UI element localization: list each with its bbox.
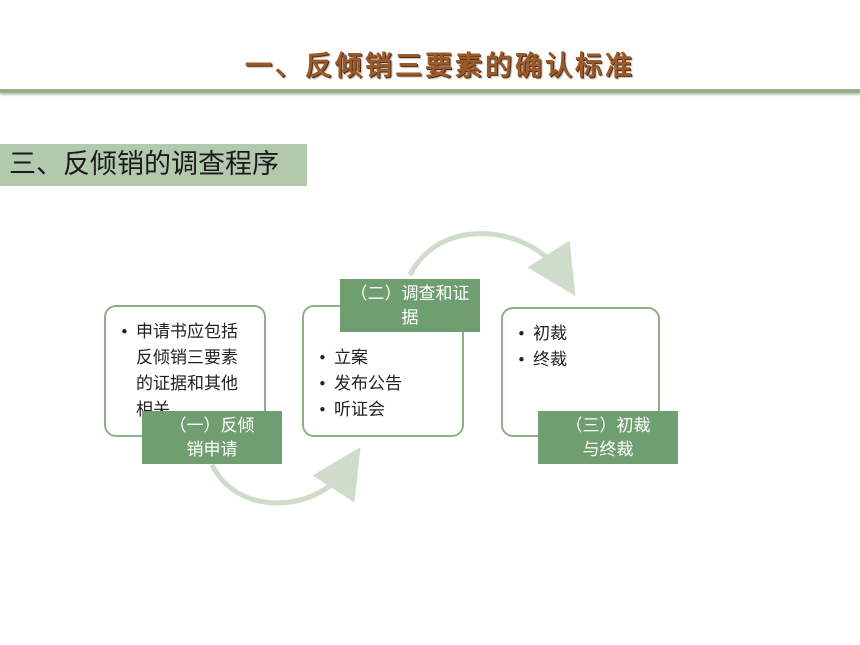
step1-item: 申请书应包括反倾销三要素的证据和其他相关 bbox=[116, 319, 250, 423]
step2-label-text: （二）调查和证据 bbox=[350, 283, 470, 328]
arrow-step2-to-step3 bbox=[407, 231, 576, 297]
step2-item: 立案 bbox=[314, 345, 452, 371]
step1-label: （一）反倾销申请 bbox=[142, 411, 282, 464]
step3-item: 终裁 bbox=[513, 347, 648, 373]
arrow-step1-to-step2 bbox=[209, 446, 361, 506]
section-heading: 三、反倾销的调查程序 bbox=[0, 144, 307, 186]
title-divider bbox=[0, 89, 860, 93]
step2-label: （二）调查和证据 bbox=[340, 279, 480, 332]
step3-label-text: （三）初裁与终裁 bbox=[565, 415, 651, 460]
page-title: 一、反倾销三要素的确认标准 bbox=[245, 51, 635, 82]
title-bar: 一、反倾销三要素的确认标准 bbox=[0, 0, 860, 94]
step3-label: （三）初裁与终裁 bbox=[538, 411, 678, 464]
step1-label-text: （一）反倾销申请 bbox=[169, 415, 255, 460]
step3-item: 初裁 bbox=[513, 321, 648, 347]
step2-item: 听证会 bbox=[314, 397, 452, 423]
step2-item: 发布公告 bbox=[314, 371, 452, 397]
